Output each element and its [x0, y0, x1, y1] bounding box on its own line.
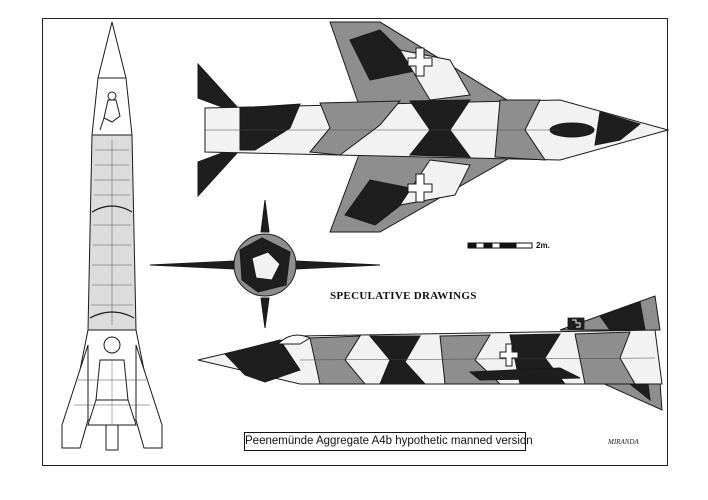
side-view-ventral-fin [599, 381, 663, 411]
scale-bar [467, 242, 533, 249]
cutaway-side-view [61, 21, 163, 451]
artist-signature: MIRANDA [608, 438, 639, 446]
balkenkreuz-icon [407, 173, 433, 203]
scale-label: 2m. [536, 241, 550, 250]
front-view-bottom-fin [260, 297, 270, 329]
drawing-frame [42, 18, 668, 466]
side-view-wing [468, 367, 581, 381]
drawing-caption: Peenemünde Aggregate A4b hypothetic mann… [244, 432, 533, 451]
cutaway-left-fin [61, 344, 89, 449]
front-view [149, 199, 381, 329]
top-view-upper-tailfin [197, 62, 239, 111]
cutaway-right-fin [135, 344, 163, 449]
cutaway-nose-cone [97, 21, 127, 79]
balkenkreuz-icon [499, 343, 519, 367]
front-view-right-wing [294, 260, 381, 270]
tail-emblem-icon [567, 317, 585, 330]
cutaway-pilot-figure [99, 91, 121, 131]
top-view-lower-tailfin [197, 149, 239, 198]
front-view-left-wing [149, 260, 236, 270]
top-view [197, 21, 670, 233]
drawing-subtitle: SPECULATIVE DRAWINGS [330, 290, 477, 302]
side-view-canopy [276, 334, 312, 345]
side-view [197, 295, 663, 411]
front-view-top-fin [260, 199, 270, 233]
balkenkreuz-icon [407, 47, 433, 77]
